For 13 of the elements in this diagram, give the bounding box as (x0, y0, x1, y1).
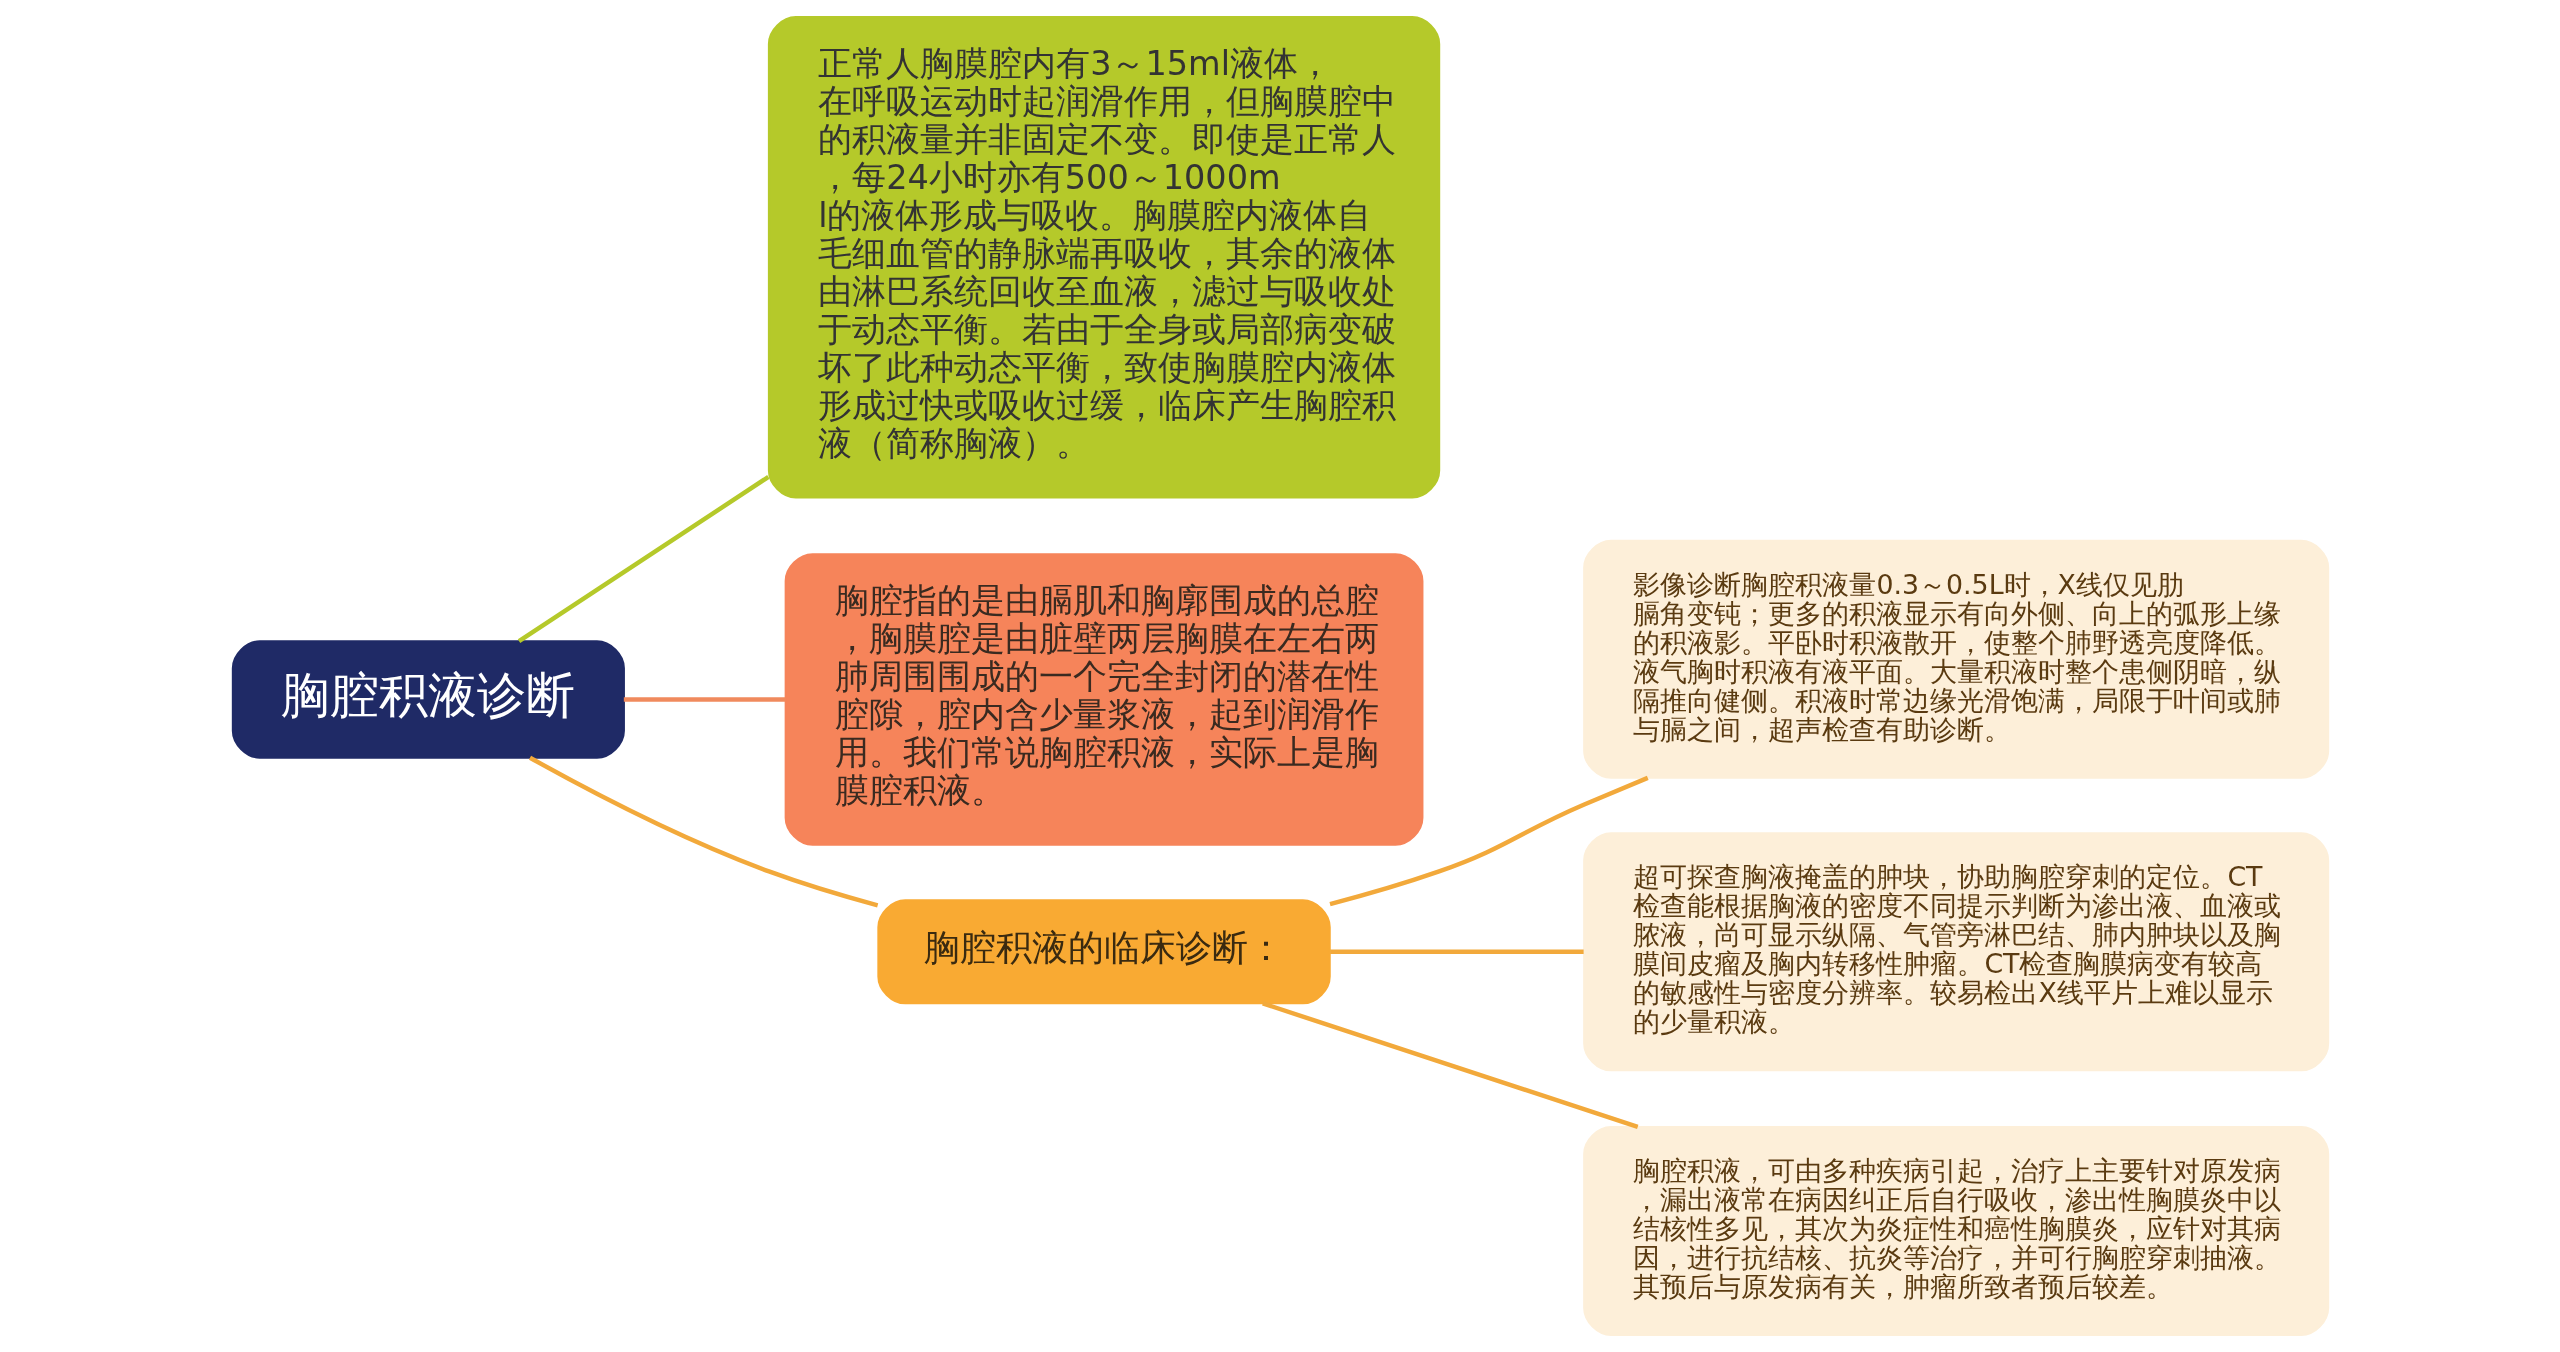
node-box: 正常人胸膜腔内有3～15ml液体，在呼吸运动时起润滑作用，但胸膜腔中的积液量并非固定不变。即使是正常人，每24小时亦有500～1000ml的液体形成与吸收。胸膜腔内液体自毛细血管的静脉端再吸收，其余的液体由淋巴系统回收至血液，滤过与吸收处于动态平衡。若由于全身或局部病变破坏了此种动态平衡，致使胸膜腔内液体形成过快或吸收过缓，临床产生胸腔积液（简称胸液）。 (767, 15, 1440, 499)
node-box: 影像诊断胸腔积液量0.3～0.5L时，X线仅见肋膈角变钝；更多的积液显示有向外侧、向上的弧形上缘的积液影。平卧时积液散开，使整个肺野透亮度降低。液气胸时积液有液平面。大量积液时整个患侧阴暗，纵隔推向健侧。积液时常边缘光滑饱满，局限于叶间或肺与膈之间，超声检查有助诊断。 (1582, 539, 2329, 779)
node-box: 胸腔积液诊断 (231, 640, 625, 759)
connector (528, 755, 878, 908)
connector (1261, 1001, 1638, 1130)
connector (517, 475, 770, 644)
node-box: 胸腔指的是由膈肌和胸廓围成的总腔，胸膜腔是由脏壁两层胸膜在左右两肺周围围成的一个完全封闭的潜在性腔隙，腔内含少量浆液，起到润滑作用。我们常说胸腔积液，实际上是胸膜腔积液。 (784, 553, 1423, 846)
connector (1329, 949, 1584, 955)
connector (623, 697, 785, 702)
node-box: 胸腔积液的临床诊断： (876, 899, 1331, 1005)
connector (1328, 775, 1649, 907)
node-box: 超可探查胸液掩盖的肿块，协助胸腔穿刺的定位。CT检查能根据胸液的密度不同提示判断为渗出液、血液或脓液，尚可显示纵隔、气管旁淋巴结、肺内肿块以及胸膜间皮瘤及胸内转移性肿瘤。CT检查胸膜病变有较高的敏感性与密度分辨率。较易检出X线平片上难以显示的少量积液。 (1582, 832, 2329, 1072)
node-box: 胸腔积液，可由多种疾病引起，治疗上主要针对原发病，漏出液常在病因纠正后自行吸收，渗出性胸膜炎中以结核性多见，其次为炎症性和癌性胸膜炎，应针对其病因，进行抗结核、抗炎等治疗，并可行胸腔穿刺抽液。其预后与原发病有关，肿瘤所致者预后较差。 (1582, 1126, 2329, 1337)
